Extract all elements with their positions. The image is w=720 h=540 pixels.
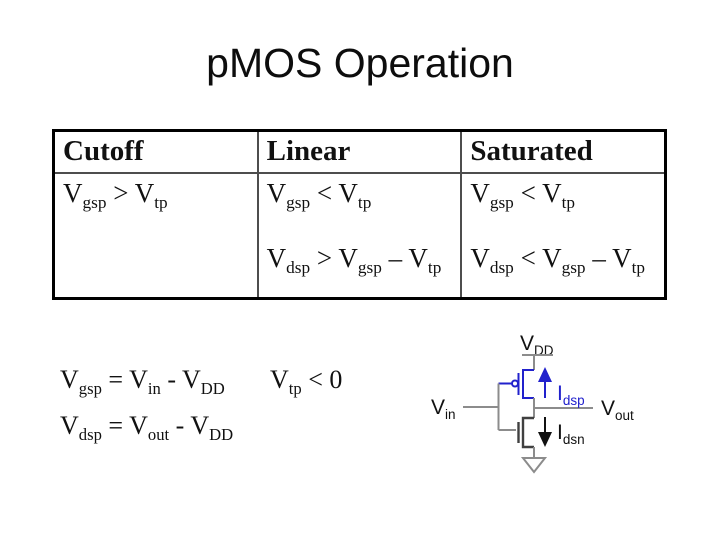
idsp-arrow-head	[538, 367, 552, 382]
table-header-cutoff: Cutoff	[52, 129, 259, 174]
ground-symbol	[520, 457, 548, 474]
cmos-inverter-diagram: VDD Vin Vout	[431, 332, 634, 474]
idsn-arrow-head	[538, 432, 552, 447]
idsn-arrow	[538, 417, 552, 447]
page-title: pMOS Operation	[206, 40, 514, 86]
table-cell-saturated: Vgsp < Vtp Vdsp < Vgsp – Vtp	[460, 172, 667, 300]
pmos-transistor	[498, 369, 534, 399]
equation-vdsp: Vdsp = Vout - VDD	[60, 411, 234, 444]
table-cell-cutoff: Vgsp > Vtp	[52, 172, 259, 300]
linear-condition-1: Vgsp < Vtp	[266, 178, 372, 213]
vout-label: Vout	[601, 397, 634, 423]
idsp-arrow	[538, 367, 552, 398]
equation-vtp: Vtp < 0	[270, 365, 343, 398]
operation-table: Cutoff Linear Saturated Vgsp > Vtp Vgsp …	[52, 129, 667, 300]
vin-label: Vin	[431, 396, 456, 422]
table-header-row: Cutoff Linear Saturated	[52, 129, 667, 174]
idsp-label: Idsp	[557, 382, 585, 408]
saturated-condition-1: Vgsp < Vtp	[470, 178, 576, 213]
linear-condition-2: Vdsp > Vgsp – Vtp	[266, 243, 442, 278]
table-body-row: Vgsp > Vtp Vgsp < Vtp Vdsp > Vgsp – Vtp …	[52, 172, 667, 300]
table-cell-linear: Vgsp < Vtp Vdsp > Vgsp – Vtp	[256, 172, 463, 300]
pmos-gate-bubble	[511, 379, 519, 388]
idsn-label: Idsn	[557, 421, 585, 447]
nmos-channel	[521, 416, 534, 449]
equation-vgsp: Vgsp = Vin - VDD	[60, 365, 225, 398]
cutoff-condition: Vgsp > Vtp	[63, 178, 168, 213]
table-header-linear: Linear	[256, 129, 463, 174]
saturated-condition-2: Vdsp < Vgsp – Vtp	[470, 243, 646, 278]
pmos-channel	[522, 369, 534, 399]
nmos-transistor	[498, 408, 535, 458]
table-header-saturated: Saturated	[460, 129, 667, 174]
